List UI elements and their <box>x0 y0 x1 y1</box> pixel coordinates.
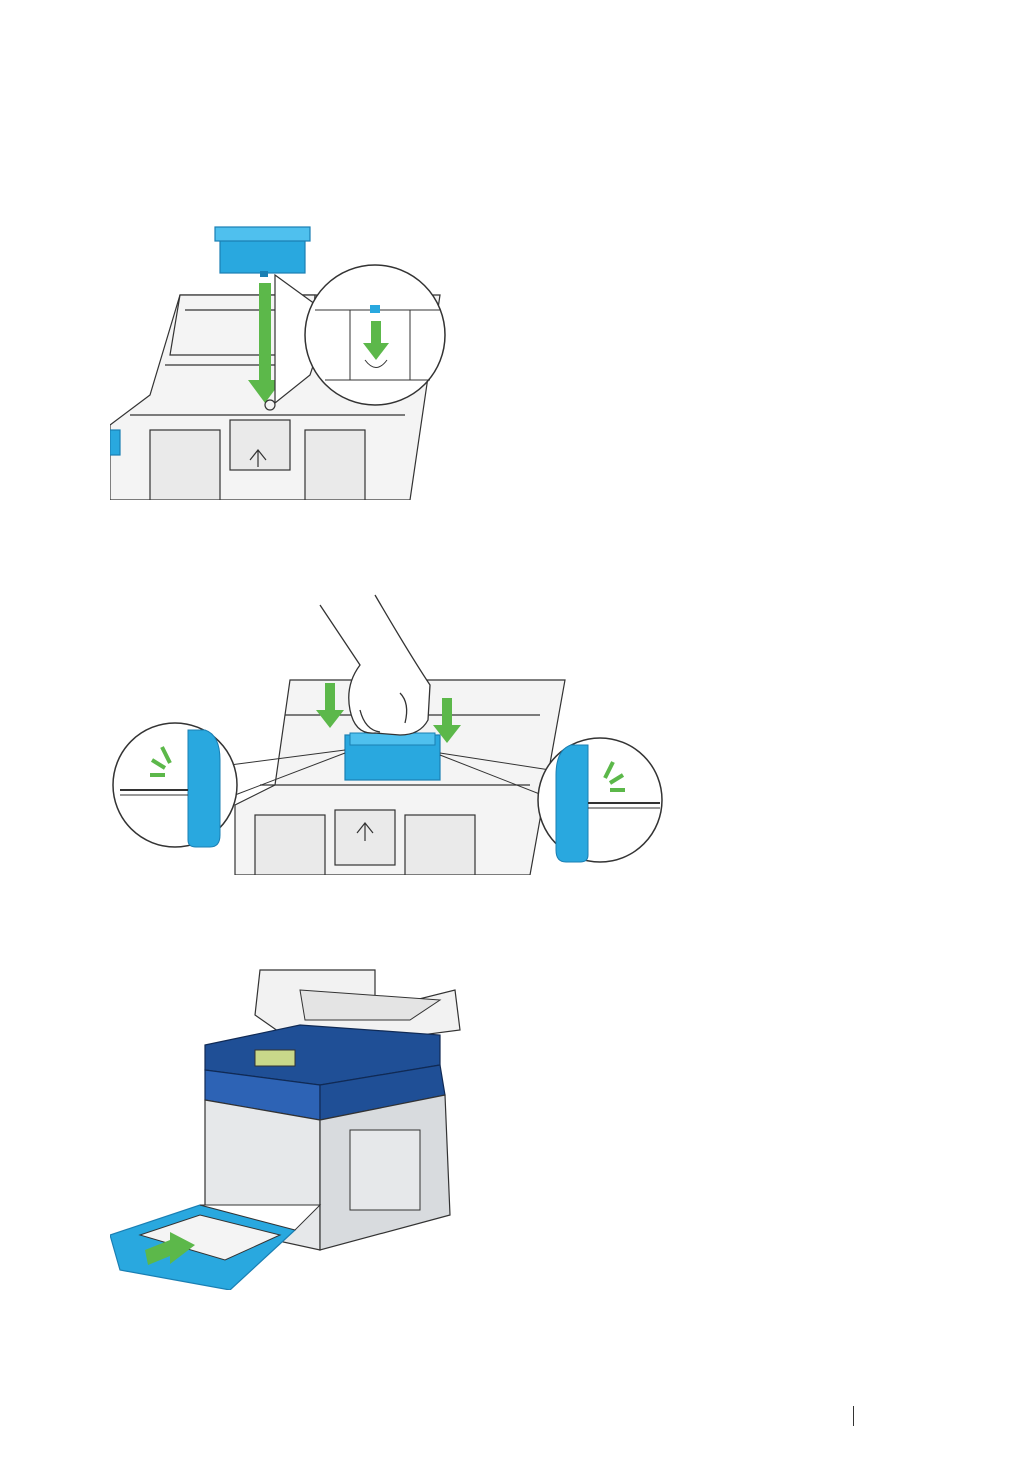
separator-part-icon <box>345 733 440 780</box>
figure-insert-tray <box>110 960 480 1290</box>
paper-tray-icon <box>110 1205 320 1290</box>
separator-part-icon <box>215 227 310 277</box>
figure-separator-install <box>110 585 670 875</box>
snap-callout-left-icon <box>113 723 237 847</box>
footer-divider <box>853 1406 854 1426</box>
figure-separator-placement <box>110 215 470 500</box>
snap-callout-right-icon <box>538 738 662 862</box>
